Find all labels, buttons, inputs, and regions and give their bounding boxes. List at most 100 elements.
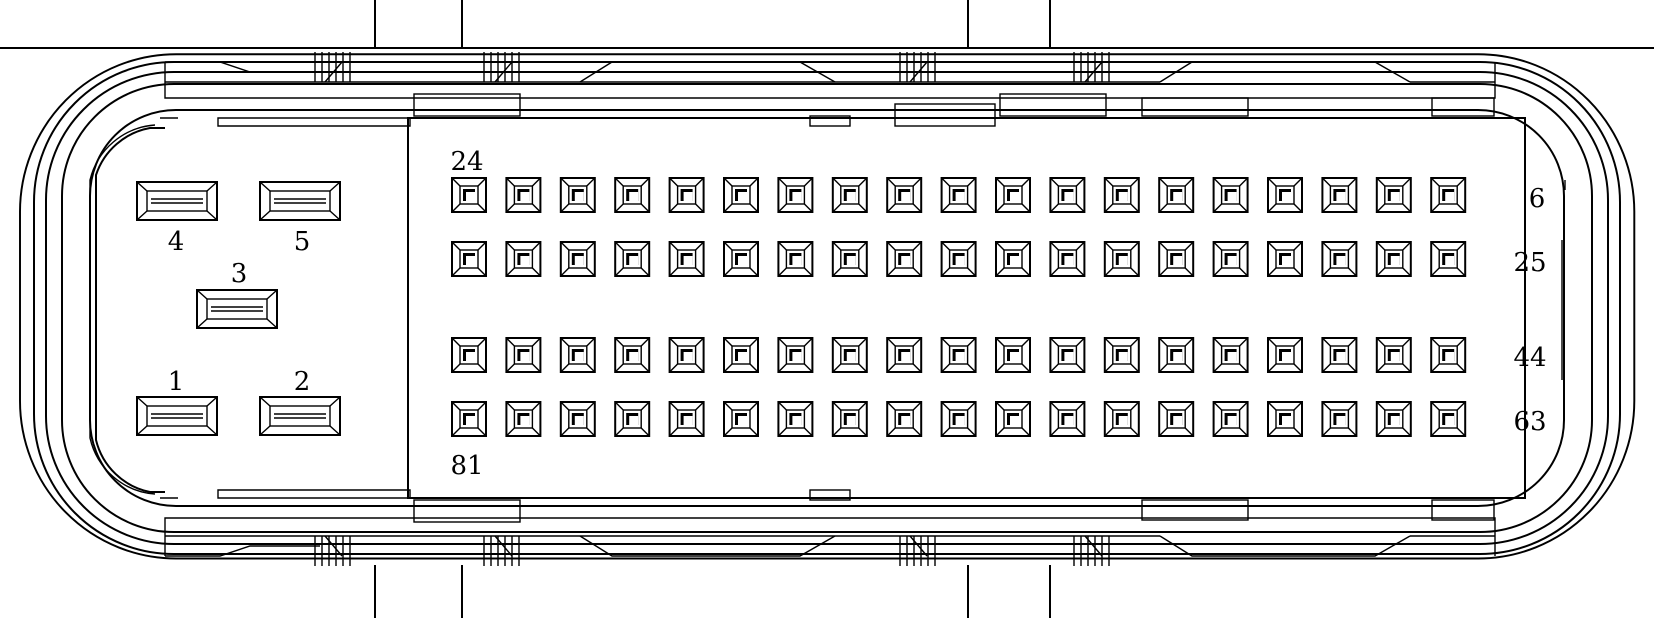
signal-block [407,93,1566,523]
signal-pin [559,337,596,373]
signal-pin [1375,177,1412,213]
signal-pin [1321,401,1358,437]
signal-pin [1375,401,1412,437]
signal-pin [1321,337,1358,373]
bottom-keying-rib-3 [1431,499,1495,521]
top-mounting-tabs [374,0,1051,48]
signal-pin [995,401,1031,437]
signal-pin [723,401,759,437]
signal-pin [1267,177,1303,213]
signal-pin [1049,337,1086,373]
label-pin-3: 3 [231,259,248,289]
signal-pin [1158,401,1195,437]
top-keying-notch [809,115,851,127]
power-pins [136,181,341,436]
signal-pin [614,177,651,213]
label-pin-5: 5 [294,227,311,257]
pin-labels: 4 5 3 1 2 24 81 6 25 44 63 [168,147,1547,481]
label-corner-bottom-left: 81 [450,451,483,481]
bottom-keying-rib-1 [413,499,521,523]
signal-pin [940,177,977,213]
label-row-end-2: 25 [1513,248,1546,278]
signal-pin [1430,401,1467,437]
label-row-end-3: 44 [1513,343,1546,373]
signal-pin [1103,241,1140,277]
signal-pin [505,177,542,213]
top-keying-rib-4 [1141,97,1249,117]
signal-pin [940,337,977,373]
signal-pin [505,401,542,437]
top-keying-rib-1 [413,93,521,117]
signal-pin [668,337,705,373]
signal-pin [940,241,977,277]
signal-pin [1103,177,1140,213]
power-pin-3 [196,289,278,329]
top-latch-band [164,52,1496,99]
signal-pin [668,241,705,277]
signal-pin [1049,177,1086,213]
signal-pin [995,337,1031,373]
signal-pin [1049,241,1086,277]
signal-pin [505,241,542,277]
signal-pin [886,337,923,373]
power-pin-4 [136,181,218,221]
signal-pin [1103,401,1140,437]
signal-pin [1212,177,1249,213]
signal-pin [831,177,868,213]
bottom-mounting-tabs [374,565,1051,618]
signal-pin [886,241,923,277]
power-pin-2 [259,396,341,436]
signal-pin [831,401,868,437]
signal-pin [1158,177,1195,213]
signal-pin [723,177,759,213]
signal-pin [995,241,1031,277]
signal-pin [1267,337,1303,373]
signal-pin [1375,241,1412,277]
signal-pin [451,401,487,437]
label-pin-2: 2 [294,367,311,397]
signal-pin [1103,337,1140,373]
signal-pin [668,177,705,213]
label-pin-4: 4 [168,227,185,257]
signal-pin [614,401,651,437]
label-row-end-1: 6 [1529,184,1546,214]
signal-pin [1212,241,1249,277]
signal-pin [1430,241,1467,277]
top-keying-rib-5 [1431,97,1495,117]
signal-pin [1212,337,1249,373]
signal-pin [451,177,487,213]
signal-pin [1049,401,1086,437]
signal-pin [940,401,977,437]
power-pin-1 [136,396,218,436]
signal-pin [1321,177,1358,213]
bottom-keying-notch [809,489,851,501]
signal-pin [1321,241,1358,277]
power-cavity [89,117,411,499]
signal-pin [559,177,596,213]
signal-pin [886,177,923,213]
signal-pin [668,401,705,437]
signal-pin [777,177,814,213]
signal-pin [1212,401,1249,437]
signal-pin [831,241,868,277]
signal-pin [886,401,923,437]
label-row-end-4: 63 [1513,407,1546,437]
top-keying-rib-2 [894,103,996,127]
signal-pin [614,337,651,373]
signal-pin [451,337,487,373]
signal-pin [777,337,814,373]
signal-pin [1430,337,1467,373]
signal-pin [505,337,542,373]
signal-pin [777,241,814,277]
signal-pin [723,337,759,373]
signal-pin [1267,401,1303,437]
bottom-keying-rib-2 [1141,499,1249,521]
signal-pin [1375,337,1412,373]
signal-pin [723,241,759,277]
bottom-latch-band [164,517,1496,566]
signal-pin [614,241,651,277]
signal-pin [559,401,596,437]
label-pin-1: 1 [168,367,185,397]
